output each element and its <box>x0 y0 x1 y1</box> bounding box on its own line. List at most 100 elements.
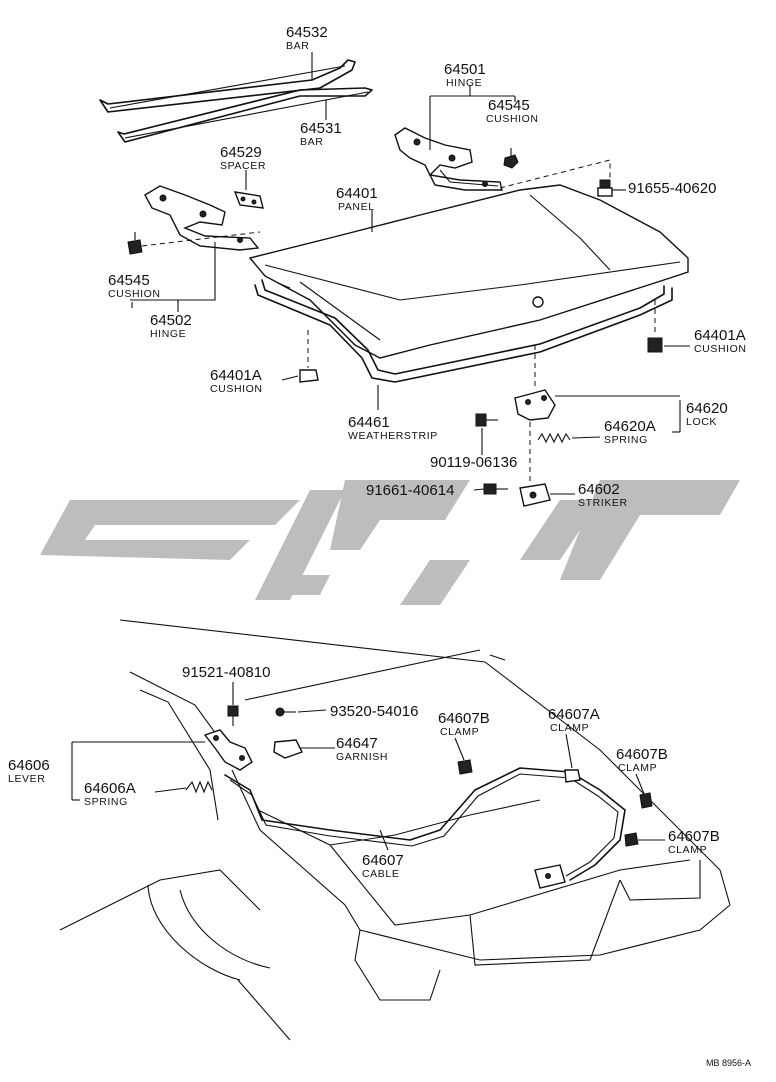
callout-64607: 64607 CABLE <box>362 852 404 880</box>
striker-64602-drawing <box>519 483 551 507</box>
callout-name: BAR <box>286 40 309 52</box>
callout-number: 93520-54016 <box>330 703 418 720</box>
screw-93520-drawing <box>275 707 296 717</box>
bolt-91655-drawing <box>597 179 626 197</box>
callout-number: 64501 <box>444 61 486 78</box>
callout-number: 91661-40614 <box>366 482 454 499</box>
callout-number: 64606 <box>8 757 50 774</box>
callout-number: 91521-40810 <box>182 664 270 681</box>
callout-number: 64461 <box>348 414 390 431</box>
callout-name: CLAMP <box>440 726 479 738</box>
callout-64502: 64502 HINGE <box>150 312 192 340</box>
bolt-91521-drawing <box>227 705 239 726</box>
callout-name: CUSHION <box>210 383 263 395</box>
cushion-64545-right-drawing <box>503 148 519 169</box>
callout-name: HINGE <box>150 328 186 340</box>
callout-64602: 64602 STRIKER <box>578 481 628 509</box>
callout-name: SPACER <box>220 160 266 172</box>
callout-90119-06136: 90119-06136 <box>430 454 517 471</box>
callout-number: 64647 <box>336 735 378 752</box>
callout-name: WEATHERSTRIP <box>348 430 438 442</box>
callout-name: CABLE <box>362 868 399 880</box>
callout-name: CLAMP <box>618 762 657 774</box>
callout-name: SPRING <box>604 434 648 446</box>
callout-name: CUSHION <box>486 113 539 125</box>
cable-64607-drawing <box>224 767 626 881</box>
garnish-64647-drawing <box>273 739 303 759</box>
callout-64607A: 64607A CLAMP <box>548 706 600 734</box>
callout-64620: 64620 LOCK <box>686 400 728 428</box>
callout-64532: 64532 BAR <box>286 24 328 52</box>
callout-number: 64607B <box>668 828 720 845</box>
spring-64606A-drawing <box>185 780 213 794</box>
callout-64461: 64461 WEATHERSTRIP <box>348 414 438 442</box>
callout-64607B-center: 64607B CLAMP <box>438 710 490 738</box>
leader-lines <box>71 52 690 851</box>
callout-name: LOCK <box>686 416 717 428</box>
callout-64529: 64529 SPACER <box>220 144 266 172</box>
callout-number: 64401A <box>694 327 746 344</box>
lever-64606-drawing <box>203 729 253 771</box>
callout-number: 64531 <box>300 120 342 137</box>
callout-name: CUSHION <box>694 343 747 355</box>
bar-64531-drawing <box>117 87 373 143</box>
callout-64607B-right: 64607B CLAMP <box>616 746 668 774</box>
clamp-64607A-drawing <box>564 769 581 783</box>
callout-64401: 64401 PANEL <box>336 185 378 213</box>
callout-number: 64602 <box>578 481 620 498</box>
weatherstrip-64461-drawing <box>254 279 673 383</box>
bolt-90119-drawing <box>475 413 498 427</box>
callout-number: 64607B <box>616 746 668 763</box>
callout-name: SPRING <box>84 796 128 808</box>
callout-number: 90119-06136 <box>430 454 517 471</box>
callout-number: 64401A <box>210 367 262 384</box>
bolt-91661-drawing <box>483 483 508 495</box>
spacer-64529-drawing <box>233 170 264 209</box>
callout-number: 91655-40620 <box>628 180 716 197</box>
callout-number: 64401 <box>336 185 378 202</box>
callout-number: 64620 <box>686 400 728 417</box>
callout-64401A-right: 64401A CUSHION <box>694 327 747 355</box>
car-body-drawing <box>59 619 731 1041</box>
callout-64647: 64647 GARNISH <box>336 735 388 763</box>
callout-number: 64620A <box>604 418 656 435</box>
callout-name: BAR <box>300 136 323 148</box>
callout-number: 64606A <box>84 780 136 797</box>
callout-number: 64529 <box>220 144 262 161</box>
watermark-logo <box>40 480 740 605</box>
callout-64531: 64531 BAR <box>300 120 342 148</box>
cushion-64401A-left-drawing <box>299 330 319 383</box>
callout-64620A: 64620A SPRING <box>604 418 656 446</box>
cushion-64545-left-drawing <box>127 232 143 255</box>
cushion-64401A-right-drawing <box>647 300 663 353</box>
drawing-code: MB 8956-A <box>706 1058 751 1068</box>
callout-number: 64545 <box>108 272 150 289</box>
clamp-64607B-right-drawing <box>639 792 653 809</box>
callout-number: 64607A <box>548 706 600 723</box>
bar-64532-drawing <box>99 59 356 113</box>
callout-number: 64532 <box>286 24 328 41</box>
hinge-64502-drawing <box>144 185 260 251</box>
callout-name: GARNISH <box>336 751 388 763</box>
callout-64545-right: 64545 CUSHION <box>486 97 539 125</box>
callout-number: 64502 <box>150 312 192 329</box>
callout-93520-54016: 93520-54016 <box>330 703 418 720</box>
lock-64620-drawing <box>514 345 556 485</box>
clamp-64607B-bottom-drawing <box>624 832 639 847</box>
callout-name: STRIKER <box>578 497 628 509</box>
callout-91661-40614: 91661-40614 <box>366 482 454 499</box>
hinge-64501-drawing <box>394 127 503 191</box>
callout-number: 64607 <box>362 852 404 869</box>
callout-number: 64607B <box>438 710 490 727</box>
callout-name: PANEL <box>338 201 375 213</box>
callout-64606: 64606 LEVER <box>8 757 50 785</box>
callout-name: CLAMP <box>550 722 589 734</box>
callout-64545-left: 64545 CUSHION <box>108 272 160 300</box>
spring-64620A-drawing <box>537 432 571 444</box>
clamp-64607B-center-drawing <box>457 759 473 775</box>
callout-name: HINGE <box>446 77 482 89</box>
callout-name: CLAMP <box>668 844 707 856</box>
callout-name: LEVER <box>8 773 45 785</box>
callout-64606A: 64606A SPRING <box>84 780 136 808</box>
